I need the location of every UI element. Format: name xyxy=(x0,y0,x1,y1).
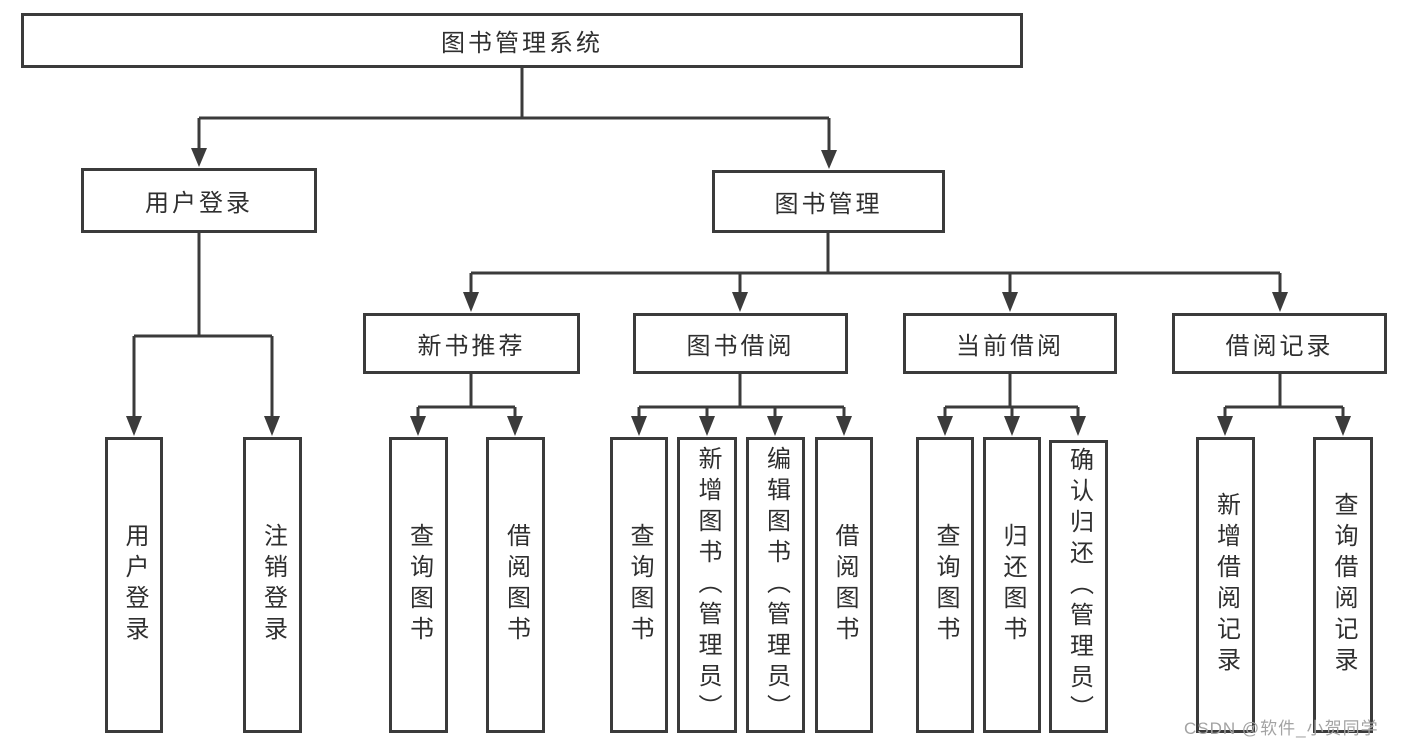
node-label: 图书管理 xyxy=(774,191,883,218)
node-root: 图书管理系统 xyxy=(21,13,1023,68)
node-book-borrow: 图书借阅 xyxy=(633,313,848,374)
node-label: 归还图书 xyxy=(999,523,1026,647)
node-new-book-recommend: 新书推荐 xyxy=(363,313,580,374)
node-leaf-query-books-recommend: 查询图书 xyxy=(389,437,448,733)
node-label: 查询图书 xyxy=(932,523,959,647)
node-user-login: 用户登录 xyxy=(81,168,317,233)
node-leaf-borrow-books-recommend: 借阅图书 xyxy=(486,437,545,733)
node-leaf-query-books-borrow: 查询图书 xyxy=(610,437,668,733)
node-leaf-user-login: 用户登录 xyxy=(105,437,163,733)
node-leaf-add-books-admin: 新增图书（管理员） xyxy=(677,437,737,733)
node-leaf-query-books-current: 查询图书 xyxy=(916,437,974,733)
node-leaf-query-borrow-record: 查询借阅记录 xyxy=(1313,437,1373,733)
node-current-borrow: 当前借阅 xyxy=(903,313,1117,374)
node-leaf-add-borrow-record: 新增借阅记录 xyxy=(1196,437,1255,733)
node-label: 图书借阅 xyxy=(686,333,795,360)
node-label: 注销登录 xyxy=(259,523,287,647)
node-label: 查询图书 xyxy=(405,523,433,647)
node-label: 用户登录 xyxy=(145,190,253,217)
node-leaf-borrow-books: 借阅图书 xyxy=(815,437,873,733)
node-label: 当前借阅 xyxy=(956,333,1064,360)
node-borrow-records: 借阅记录 xyxy=(1172,313,1387,374)
node-leaf-edit-books-admin: 编辑图书（管理员） xyxy=(746,437,805,733)
watermark: CSDN @软件_小贺同学 xyxy=(1184,719,1379,738)
node-leaf-return-books: 归还图书 xyxy=(983,437,1041,733)
node-label: 借阅图书 xyxy=(831,523,858,647)
node-label: 用户登录 xyxy=(121,523,148,647)
node-label: 借阅记录 xyxy=(1225,333,1334,360)
node-label: 查询借阅记录 xyxy=(1330,492,1357,678)
node-leaf-confirm-return-admin: 确认归还（管理员） xyxy=(1049,440,1108,733)
node-label: 确认归还（管理员） xyxy=(1065,447,1093,726)
node-label: 新增借阅记录 xyxy=(1212,492,1240,678)
node-label: 图书管理系统 xyxy=(441,30,603,57)
node-leaf-logout: 注销登录 xyxy=(243,437,302,733)
node-book-management: 图书管理 xyxy=(712,170,945,233)
node-label: 新增图书（管理员） xyxy=(694,445,721,725)
node-label: 新书推荐 xyxy=(417,333,526,360)
node-label: 查询图书 xyxy=(626,523,653,647)
node-label: 借阅图书 xyxy=(502,523,530,647)
node-label: 编辑图书（管理员） xyxy=(762,445,790,725)
